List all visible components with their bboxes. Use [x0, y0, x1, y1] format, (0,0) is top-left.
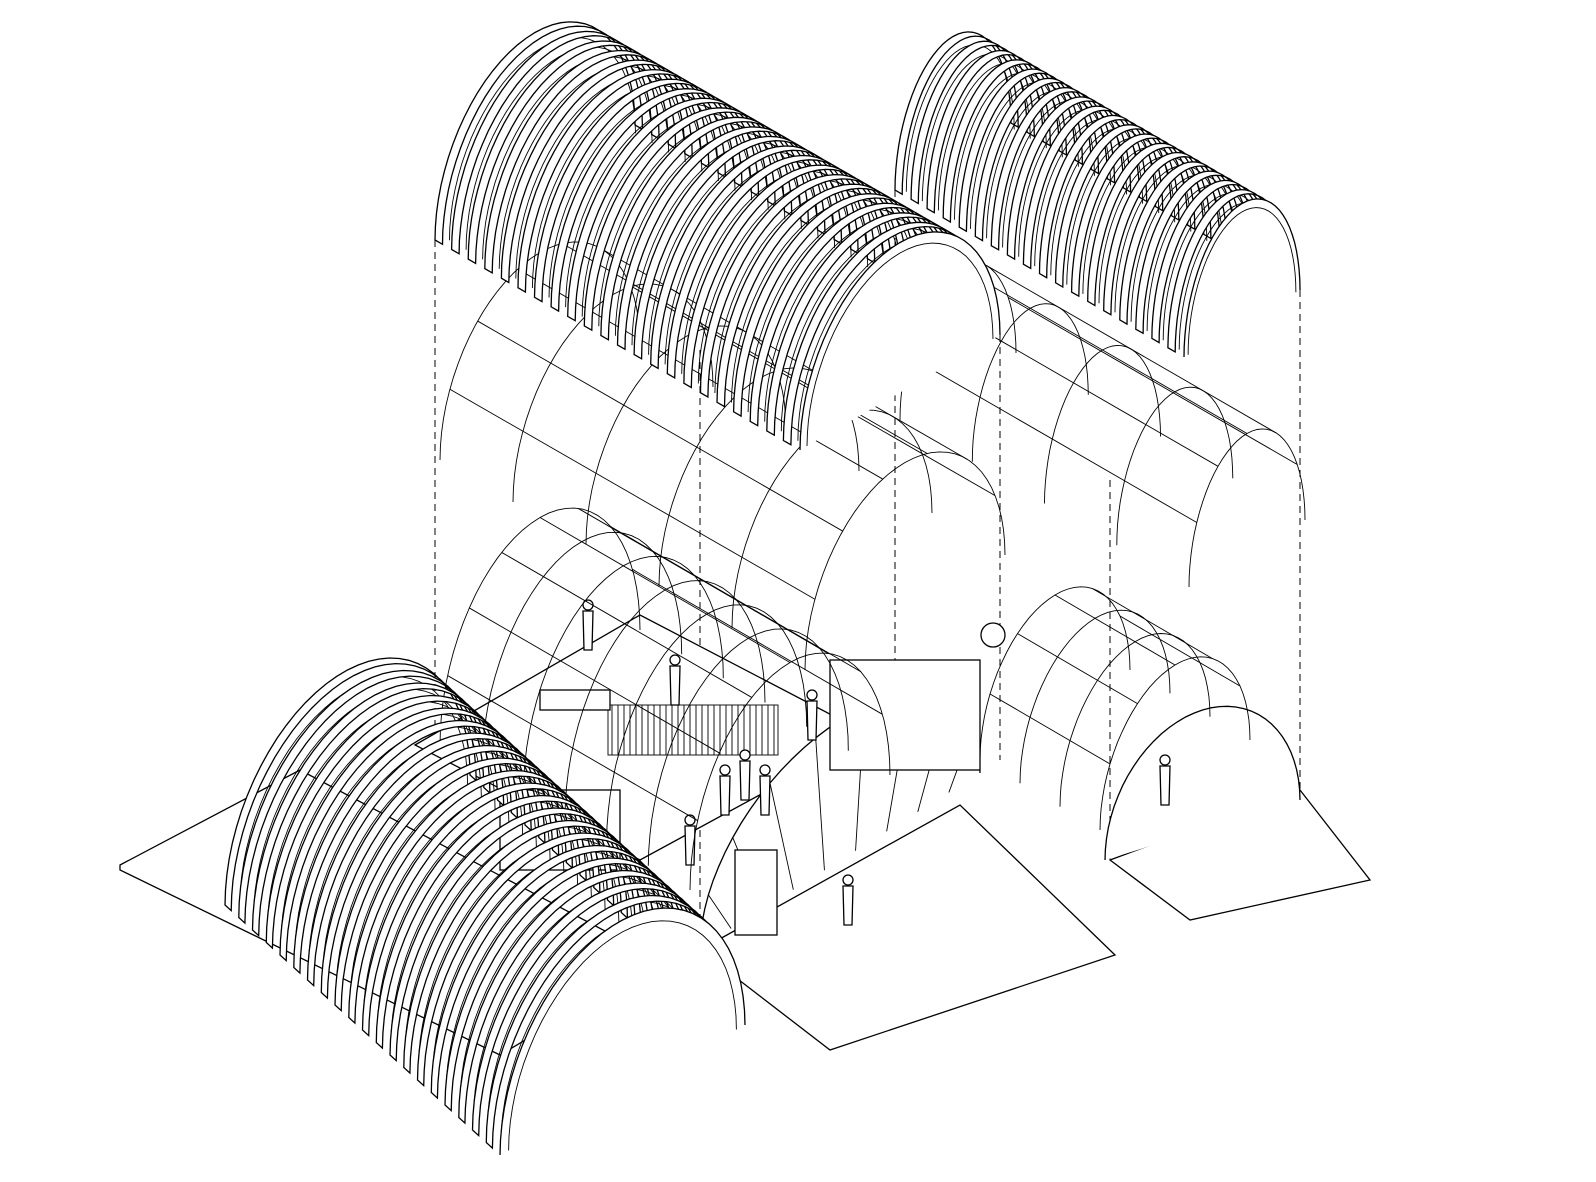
- person-body: [1159, 765, 1171, 806]
- shell-panel-line: [632, 568, 883, 715]
- roof-rib: [1087, 142, 1212, 307]
- glazing-mullion: [708, 894, 732, 929]
- person-head: [719, 764, 731, 776]
- shell-panel-line: [907, 355, 1197, 523]
- roof-front-arch-inner: [1187, 207, 1297, 355]
- shell-panel-line: [517, 268, 883, 480]
- right-upper-roof-vault: [894, 31, 1301, 358]
- roof-rib: [910, 40, 1035, 205]
- roof-rib: [1054, 124, 1180, 289]
- corrugated-roof-vaults: [224, 21, 1301, 1156]
- shell-panel-line: [1008, 297, 1298, 465]
- roof-rib: [926, 49, 1051, 214]
- shell-panel-line: [1119, 615, 1241, 687]
- floor-slab: [698, 804, 1117, 1051]
- ground-right-arch: [979, 586, 1251, 831]
- roof-rib: [1006, 96, 1132, 261]
- person-body: [759, 775, 771, 816]
- roof-rib: [974, 77, 1100, 242]
- person-figure: [1159, 754, 1171, 806]
- roof-front-arch-inner: [806, 242, 994, 447]
- roof-rib: [1022, 105, 1148, 270]
- shell-panel-line: [469, 607, 720, 754]
- left-upper-roof-vault: [434, 21, 1001, 451]
- person-head: [1159, 754, 1171, 766]
- person-body: [806, 700, 818, 741]
- roof-rib: [1070, 133, 1196, 298]
- roof-front-arch-inner: [508, 920, 737, 1151]
- shell-panel-line: [501, 552, 752, 698]
- person-body: [684, 825, 696, 866]
- shell-panel-line: [447, 675, 698, 821]
- person-body: [582, 610, 594, 651]
- person-figure: [842, 874, 854, 926]
- roof-front-arch: [1183, 198, 1301, 358]
- glazing-mullion: [815, 737, 825, 871]
- person-head: [739, 749, 751, 761]
- person-figure: [582, 599, 594, 651]
- shell-panel-line: [1092, 588, 1213, 659]
- shell-panel-line: [610, 526, 861, 673]
- shell-panel-line: [989, 693, 1111, 765]
- right-inner-shell: [899, 261, 1306, 588]
- person-head: [806, 689, 818, 701]
- roof-rib: [942, 59, 1068, 224]
- shell-arch-line: [731, 409, 933, 629]
- shell-panel-line: [986, 265, 1277, 434]
- shell-panel-line: [578, 508, 829, 654]
- shell-panel-line: [449, 388, 816, 600]
- person-body: [739, 760, 751, 801]
- person-head: [842, 874, 854, 886]
- roof-front-arch: [799, 231, 1001, 451]
- interior-module: [829, 659, 981, 771]
- shell-panel-line: [539, 517, 791, 663]
- mezzanine-railing: [607, 704, 779, 756]
- glazing-mullion: [769, 782, 794, 890]
- round-window: [980, 622, 1006, 648]
- shell-arch-line: [1116, 386, 1234, 546]
- person-figure: [669, 654, 681, 706]
- entrance-door: [734, 849, 778, 936]
- roof-rib: [1038, 114, 1164, 279]
- person-body: [719, 775, 731, 816]
- shell-arch-line: [1188, 428, 1306, 588]
- person-figure: [759, 764, 771, 816]
- ground-left-glazed-arch: [439, 507, 891, 891]
- shell-arch-line: [1044, 344, 1161, 504]
- shell-arch-line: [804, 451, 1006, 671]
- person-figure: [719, 764, 731, 816]
- lower-left-roof-vault: [224, 657, 746, 1156]
- shell-panel-line: [477, 320, 843, 532]
- shell-panel-line: [1017, 633, 1138, 704]
- person-head: [669, 654, 681, 666]
- roof-rib: [894, 31, 1019, 196]
- roof-rib: [990, 86, 1116, 251]
- roof-rib: [958, 68, 1084, 233]
- shell-panel-line: [1054, 594, 1176, 666]
- person-figure: [684, 814, 696, 866]
- person-head: [759, 764, 771, 776]
- shell-panel-line: [957, 266, 1248, 434]
- roof-front-arch: [499, 907, 746, 1156]
- person-figure: [739, 749, 751, 801]
- right-glazed-arch: [1104, 705, 1301, 861]
- bench: [539, 689, 611, 711]
- person-body: [842, 885, 854, 926]
- person-body: [669, 665, 681, 706]
- person-figure: [806, 689, 818, 741]
